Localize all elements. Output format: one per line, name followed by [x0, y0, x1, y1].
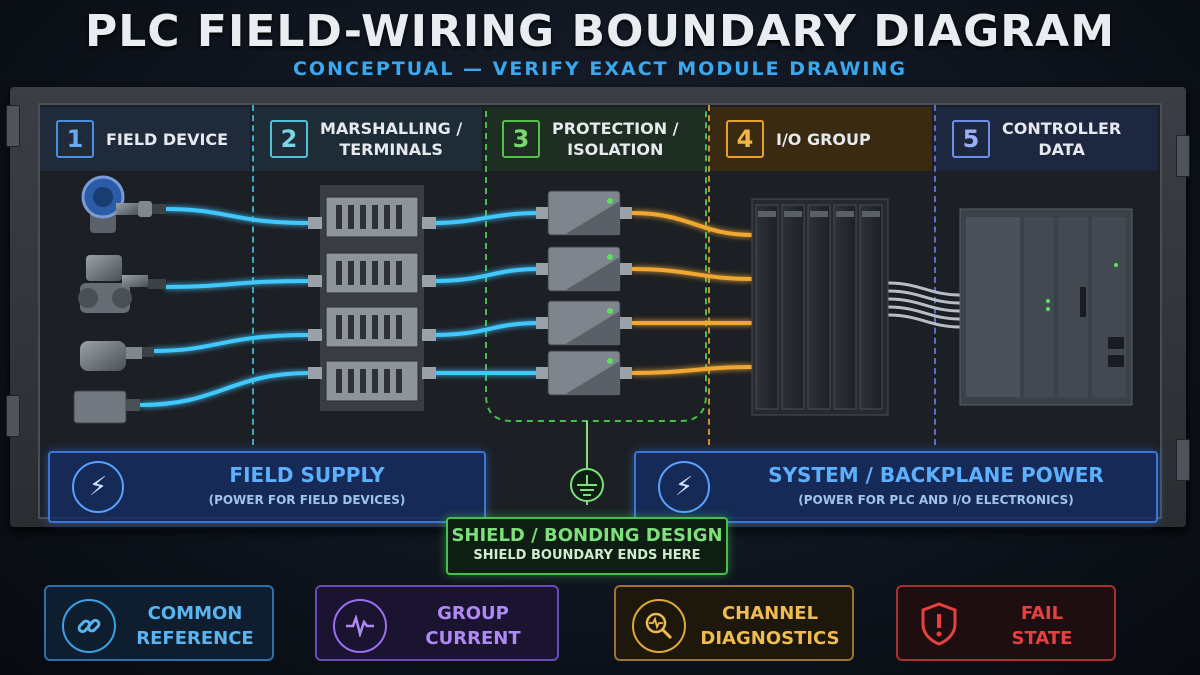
card-label: CHANNEL DIAGNOSTICS [700, 603, 840, 649]
zone-header-io-group: 4 I/O GROUP [710, 107, 932, 171]
cabinet-backplate: 1 FIELD DEVICE 2 MARSHALLING / TERMINALS… [38, 103, 1162, 523]
field-wire [151, 333, 311, 353]
field-wire [431, 211, 541, 225]
zone-number: 2 [270, 120, 308, 158]
cabinet-hinge [6, 395, 20, 437]
card-group-current: GROUP CURRENT [315, 585, 559, 661]
wiring-illustration [73, 111, 1133, 505]
zone-header-marshalling: 2 MARSHALLING / TERMINALS [254, 107, 482, 171]
card-channel-diagnostics: CHANNEL DIAGNOSTICS [614, 585, 854, 661]
card-label: FAIL STATE [1011, 603, 1073, 649]
shield-subtitle: SHIELD BOUNDARY ENDS HERE [473, 548, 701, 563]
plc-controller [959, 208, 1133, 406]
cabinet-hinge [1176, 135, 1190, 177]
backplane-ribbon-cable [887, 281, 961, 329]
junction-box-device [73, 390, 140, 424]
pressure-transmitter-device [81, 175, 166, 233]
isolator-modules [536, 190, 632, 396]
zone-number: 3 [502, 120, 540, 158]
cabinet-hinge [6, 105, 20, 147]
magnifier-pulse-icon [632, 599, 686, 653]
shield-bonding-callout: SHIELD / BONDING DESIGN SHIELD BOUNDARY … [446, 517, 728, 575]
field-supply-subtitle: (POWER FOR FIELD DEVICES) [208, 493, 406, 507]
io-wire [631, 267, 753, 281]
shield-title: SHIELD / BONDING DESIGN [451, 525, 723, 546]
cabinet-hinge [1176, 439, 1190, 481]
card-label: GROUP CURRENT [425, 603, 521, 649]
field-wire [164, 279, 311, 289]
field-supply-panel: ⚡ FIELD SUPPLY (POWER FOR FIELD DEVICES) [48, 451, 486, 523]
system-power-title: SYSTEM / BACKPLANE POWER [768, 463, 1104, 487]
zone-header-field-device: 1 FIELD DEVICE [40, 107, 250, 171]
system-power-panel: ⚡ SYSTEM / BACKPLANE POWER (POWER FOR PL… [634, 451, 1158, 523]
system-power-subtitle: (POWER FOR PLC AND I/O ELECTRONICS) [798, 493, 1074, 507]
zone-label: PROTECTION / ISOLATION [552, 119, 679, 159]
zone-number: 4 [726, 120, 764, 158]
io-wire [631, 211, 753, 237]
card-label: COMMON REFERENCE [136, 603, 254, 649]
zone-label: FIELD DEVICE [106, 129, 229, 149]
io-wire [631, 365, 753, 375]
lightning-bolt-icon: ⚡ [72, 461, 124, 513]
field-wire [431, 267, 541, 283]
card-fail-state: FAIL STATE [896, 585, 1116, 661]
card-common-reference: COMMON REFERENCE [44, 585, 274, 661]
zone-header-protection: 3 PROTECTION / ISOLATION [486, 107, 706, 171]
control-cabinet: 1 FIELD DEVICE 2 MARSHALLING / TERMINALS… [6, 87, 1190, 527]
warning-shield-icon [914, 599, 964, 649]
io-module-rack [751, 198, 889, 416]
valve-actuator-device [78, 255, 166, 313]
shield-boundary-line [485, 111, 707, 422]
field-wire [164, 207, 311, 225]
zone-header-controller-data: 5 CONTROLLER DATA [936, 107, 1158, 171]
zone-label: I/O GROUP [776, 129, 871, 149]
terminal-block-rail [308, 185, 436, 411]
io-wires [631, 211, 753, 375]
zone-divider [934, 105, 936, 445]
page-title: PLC FIELD-WIRING BOUNDARY DIAGRAM [85, 6, 1115, 57]
zone-number: 1 [56, 120, 94, 158]
lightning-bolt-icon: ⚡ [658, 461, 710, 513]
field-wires [139, 207, 541, 407]
field-supply-title: FIELD SUPPLY [229, 463, 385, 487]
flow-sensor-device [80, 341, 154, 371]
zone-label: MARSHALLING / TERMINALS [320, 119, 463, 159]
field-wire [431, 321, 541, 337]
page-subtitle: CONCEPTUAL — VERIFY EXACT MODULE DRAWING [292, 58, 907, 80]
link-icon [62, 599, 116, 653]
zone-number: 5 [952, 120, 990, 158]
ground-symbol [570, 468, 604, 502]
waveform-icon [333, 599, 387, 653]
zone-divider [252, 105, 254, 445]
field-wire [139, 371, 311, 407]
zone-label: CONTROLLER DATA [1002, 119, 1122, 159]
